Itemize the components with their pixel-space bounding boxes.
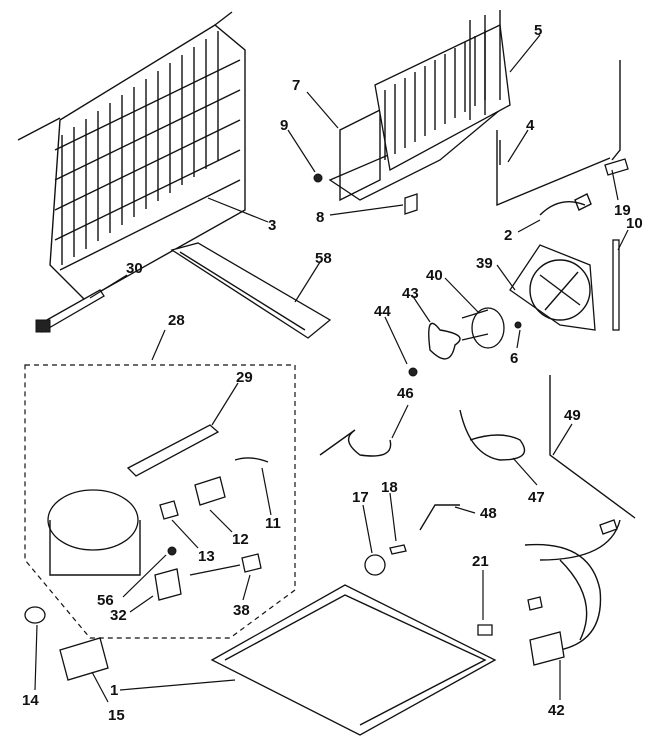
callout-18: 18 — [381, 479, 398, 496]
callout-48: 48 — [480, 505, 497, 522]
callout-2: 2 — [504, 227, 512, 244]
base-pan — [210, 584, 497, 736]
callout-44: 44 — [374, 303, 391, 320]
fan-motor-assembly — [408, 244, 596, 377]
callout-6: 6 — [510, 350, 518, 367]
callout-56: 56 — [97, 592, 114, 609]
callout-13: 13 — [198, 548, 215, 565]
callout-39: 39 — [476, 255, 493, 272]
callout-29: 29 — [236, 369, 253, 386]
condenser-coil — [17, 11, 246, 301]
drain-pan — [170, 242, 332, 339]
strap-part — [35, 289, 105, 333]
callout-4: 4 — [526, 117, 535, 134]
compressor-kit — [24, 364, 296, 639]
evaporator-assembly — [313, 10, 511, 215]
callout-58: 58 — [315, 250, 332, 267]
callout-38: 38 — [233, 602, 250, 619]
leader-lines — [34, 34, 629, 703]
callout-7: 7 — [292, 77, 300, 94]
callout-15: 15 — [108, 707, 125, 724]
callout-32: 32 — [110, 607, 127, 624]
callout-12: 12 — [232, 531, 249, 548]
callout-9: 9 — [280, 117, 288, 134]
callout-21: 21 — [472, 553, 489, 570]
callout-28: 28 — [168, 312, 185, 329]
callout-46: 46 — [397, 385, 414, 402]
callout-14: 14 — [22, 692, 39, 709]
callout-30: 30 — [126, 260, 143, 277]
callout-43: 43 — [402, 285, 419, 302]
callout-1: 1 — [110, 682, 118, 699]
callout-labels: 1 2 3 4 5 6 7 8 9 10 11 12 13 14 15 17 1… — [22, 22, 643, 724]
callout-5: 5 — [534, 22, 542, 39]
tubing-parts — [319, 375, 636, 531]
callout-49: 49 — [564, 407, 581, 424]
compressor-feet — [24, 606, 109, 681]
callout-17: 17 — [352, 489, 369, 506]
callout-19: 19 — [614, 202, 631, 219]
callout-40: 40 — [426, 267, 443, 284]
callout-11: 11 — [265, 515, 281, 532]
wiring-parts-upper-right — [496, 60, 629, 331]
callout-8: 8 — [316, 209, 324, 226]
callout-47: 47 — [528, 489, 545, 506]
callout-10: 10 — [626, 215, 643, 232]
small-hardware — [364, 544, 493, 636]
wiring-harness — [524, 519, 621, 666]
callout-3: 3 — [268, 217, 276, 234]
callout-42: 42 — [548, 702, 565, 719]
